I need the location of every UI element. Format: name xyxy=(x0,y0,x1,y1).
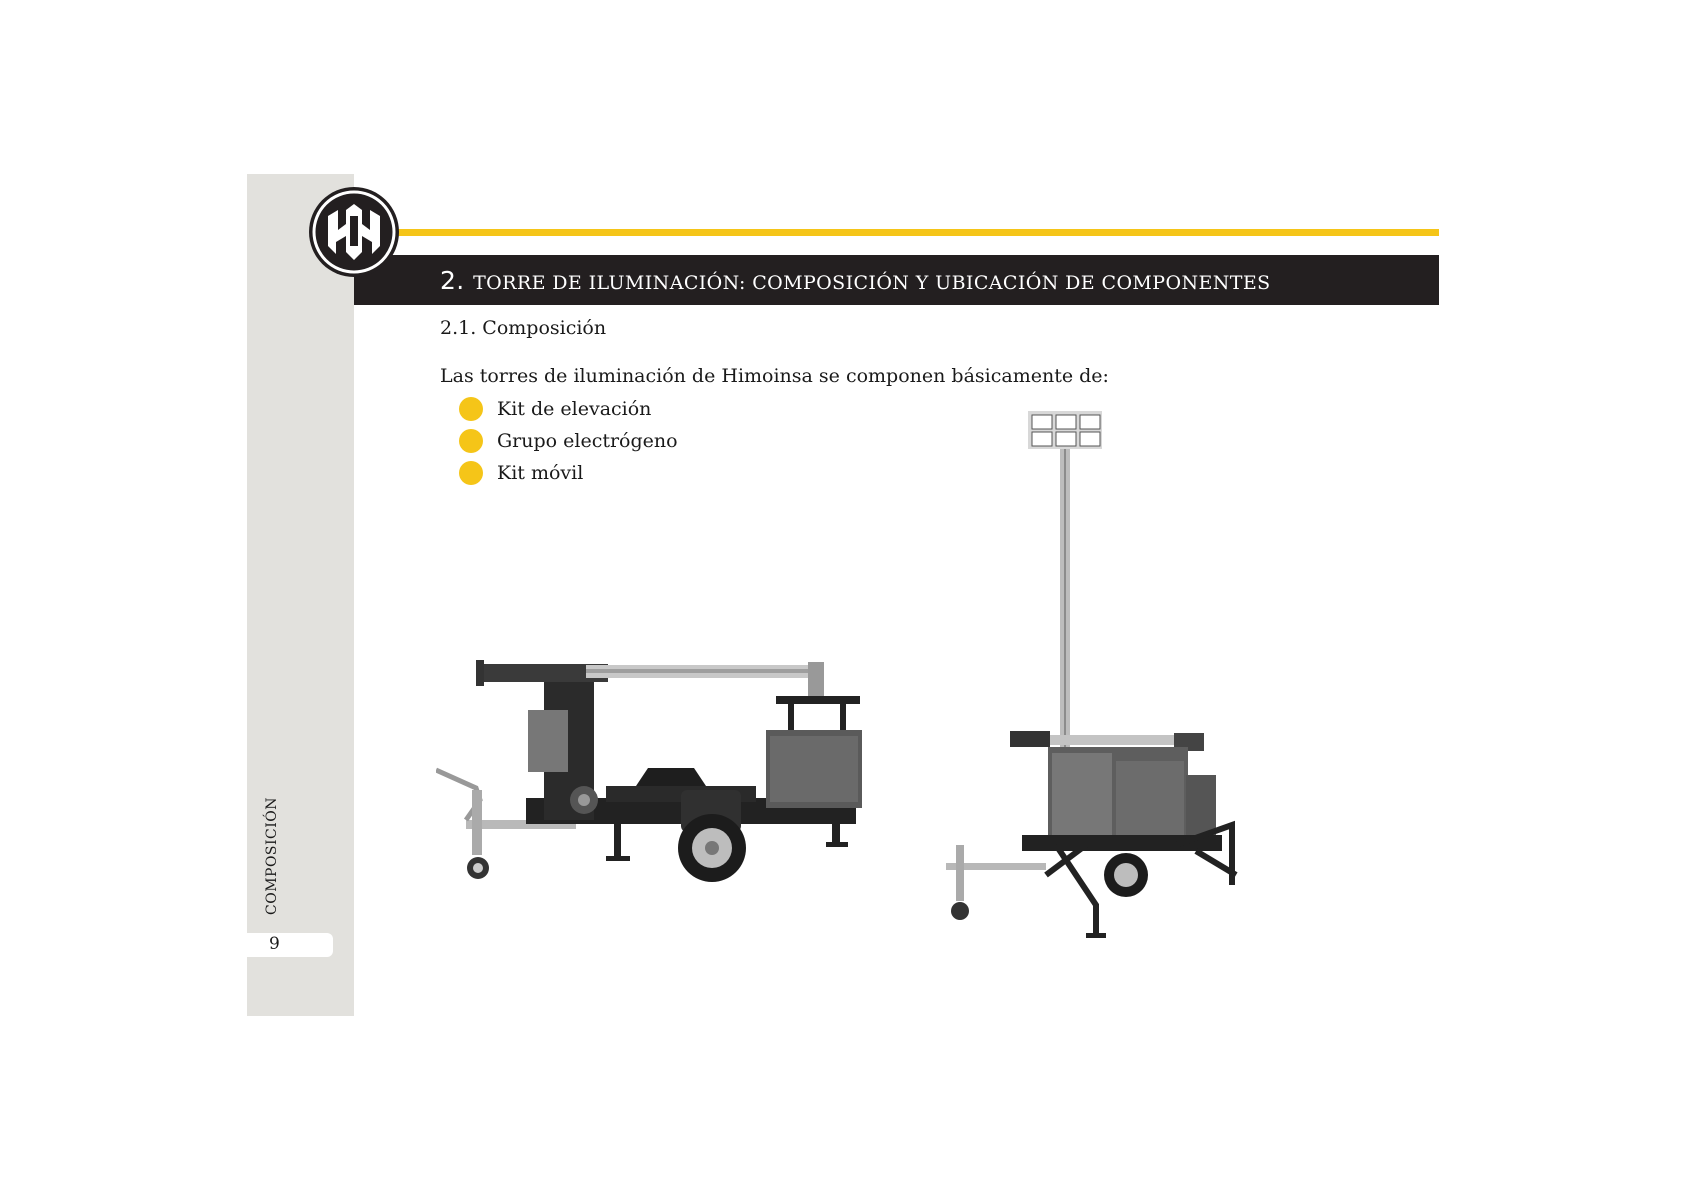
brand-logo-icon xyxy=(308,186,400,278)
header-accent-rule xyxy=(395,229,1439,236)
section-title-bar: 2. TORRE DE ILUMINACIÓN: COMPOSICIÓN Y U… xyxy=(354,255,1439,305)
section-side-label: COMPOSICIÓN xyxy=(264,797,280,915)
list-item: Kit de elevación xyxy=(459,393,678,425)
bullet-dot-icon xyxy=(459,429,483,453)
folded-tower-trailer-photo xyxy=(436,640,876,890)
component-list: Kit de elevación Grupo electrógeno Kit m… xyxy=(459,393,678,489)
page-number-tab xyxy=(247,933,333,957)
section-number: 2. xyxy=(440,266,465,295)
list-item: Kit móvil xyxy=(459,457,678,489)
list-item-label: Kit de elevación xyxy=(497,398,651,420)
list-item: Grupo electrógeno xyxy=(459,425,678,457)
list-item-label: Kit móvil xyxy=(497,462,583,484)
subsection-heading: 2.1. Composición xyxy=(440,317,606,339)
bullet-dot-icon xyxy=(459,397,483,421)
bullet-dot-icon xyxy=(459,461,483,485)
extended-tower-photo xyxy=(936,405,1296,960)
section-title-text: TORRE DE ILUMINACIÓN: COMPOSICIÓN Y UBIC… xyxy=(473,272,1270,294)
list-item-label: Grupo electrógeno xyxy=(497,430,678,452)
section-title: 2. TORRE DE ILUMINACIÓN: COMPOSICIÓN Y U… xyxy=(440,266,1271,295)
intro-paragraph: Las torres de iluminación de Himoinsa se… xyxy=(440,365,1109,387)
page-number: 9 xyxy=(269,934,280,954)
